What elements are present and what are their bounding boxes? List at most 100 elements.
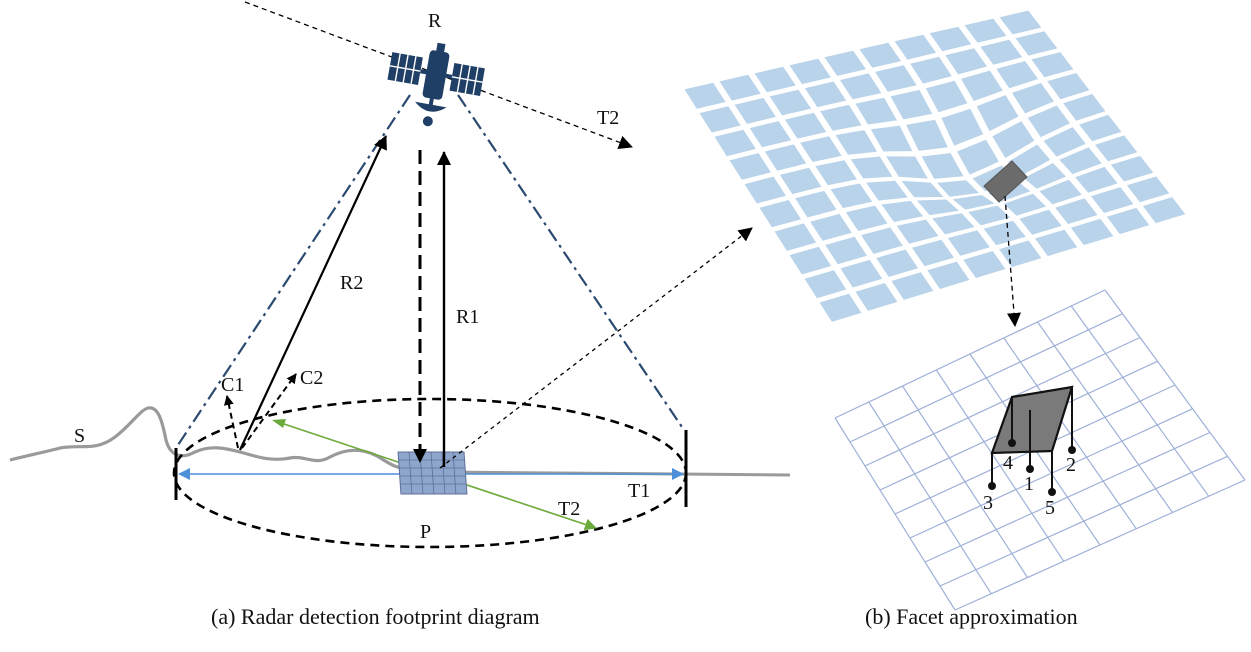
mesh-tile bbox=[684, 82, 726, 109]
c2-arrow bbox=[241, 373, 297, 449]
mesh-tile bbox=[961, 70, 1003, 101]
label-t2-orbit: T2 bbox=[597, 107, 619, 129]
zoom-arrow bbox=[1004, 195, 1021, 327]
label-t2-ground: T2 bbox=[558, 498, 580, 520]
mesh-tile bbox=[819, 293, 862, 322]
mesh-tile bbox=[1055, 198, 1098, 224]
label-r1: R1 bbox=[456, 306, 479, 328]
mesh-tile bbox=[1091, 187, 1134, 213]
mesh-tile bbox=[932, 213, 975, 235]
mesh-tile bbox=[866, 180, 908, 201]
mesh-tile bbox=[774, 223, 817, 251]
mesh-tile bbox=[861, 227, 903, 254]
mesh-tile bbox=[1012, 83, 1054, 114]
mesh-tile bbox=[769, 89, 812, 116]
label-point-5: 5 bbox=[1045, 497, 1055, 519]
mesh-tile bbox=[815, 160, 857, 186]
mesh-tile bbox=[824, 50, 866, 76]
mesh-tile bbox=[800, 136, 842, 162]
grid-line bbox=[1037, 321, 1173, 513]
panel-a: R T2 R2 R1 C1 C2 S T1 T2 P (a) Radar det… bbox=[9, 1, 791, 629]
mesh-tile bbox=[996, 61, 1039, 89]
mesh-tile bbox=[999, 240, 1042, 268]
blue-arrowhead-left bbox=[178, 468, 190, 480]
mesh-tile bbox=[906, 119, 948, 151]
label-point-4: 4 bbox=[1003, 452, 1013, 474]
label-r: R bbox=[428, 10, 442, 32]
mesh-tile bbox=[876, 249, 919, 277]
mesh-tile bbox=[1059, 147, 1102, 175]
mesh-tile bbox=[1106, 207, 1150, 235]
mesh-tile bbox=[839, 73, 882, 100]
mesh-tile bbox=[1075, 166, 1118, 193]
link-arrow bbox=[439, 227, 753, 469]
mesh-tile bbox=[886, 156, 928, 179]
green-arrowhead-left bbox=[272, 419, 286, 428]
panel-b: 1 2 3 4 5 (b) Facet approximation bbox=[684, 10, 1246, 629]
mesh-tile bbox=[980, 39, 1023, 65]
mesh-tile bbox=[699, 106, 741, 133]
mesh-tile bbox=[850, 156, 893, 179]
mesh-tile bbox=[999, 10, 1042, 35]
mesh-tile bbox=[825, 236, 867, 265]
r2-echo-arrow bbox=[239, 135, 387, 451]
mesh-tile bbox=[1015, 31, 1058, 56]
mesh-tile bbox=[901, 180, 944, 198]
mesh-tile bbox=[840, 259, 883, 288]
mesh-tile bbox=[714, 129, 756, 157]
mesh-tile bbox=[917, 199, 959, 216]
label-c1: C1 bbox=[221, 374, 244, 396]
caption-a: (a) Radar detection footprint diagram bbox=[211, 604, 540, 629]
label-point-2: 2 bbox=[1066, 454, 1076, 476]
mesh-tile bbox=[859, 42, 901, 68]
mesh-tile bbox=[1070, 218, 1114, 246]
point-3 bbox=[988, 482, 996, 490]
mesh-tile bbox=[912, 239, 954, 267]
mesh-tile bbox=[1063, 94, 1106, 121]
mesh-tile bbox=[1035, 229, 1078, 257]
mesh-tile bbox=[921, 153, 964, 179]
grid-line bbox=[924, 431, 1211, 563]
mesh-tile bbox=[830, 183, 873, 209]
terrain-profile bbox=[9, 406, 441, 474]
mesh-tile bbox=[1003, 193, 1046, 216]
mesh-tile bbox=[992, 121, 1035, 158]
mesh-tile bbox=[855, 97, 897, 125]
mesh-tile bbox=[945, 48, 987, 75]
mesh-tile bbox=[835, 130, 877, 155]
caption-b: (b) Facet approximation bbox=[865, 604, 1078, 629]
mesh-tile bbox=[925, 80, 968, 113]
mesh-tile bbox=[957, 139, 999, 175]
mesh-tile bbox=[890, 89, 933, 120]
label-s: S bbox=[74, 425, 85, 447]
grid-line bbox=[1070, 305, 1210, 497]
mesh-tile bbox=[804, 270, 847, 299]
mesh-tile bbox=[1023, 163, 1066, 189]
mesh-tile bbox=[881, 200, 924, 222]
mesh-tile bbox=[789, 58, 831, 85]
mesh-tile bbox=[964, 18, 1007, 43]
mesh-tile bbox=[1031, 52, 1074, 78]
label-point-3: 3 bbox=[983, 492, 993, 514]
mesh-tile bbox=[1043, 127, 1086, 157]
mesh-tile bbox=[1079, 114, 1122, 142]
grid-line bbox=[939, 455, 1228, 587]
mesh-tile bbox=[795, 190, 837, 218]
point-1 bbox=[1026, 465, 1034, 473]
facet-plane bbox=[990, 385, 1074, 455]
mesh-tile bbox=[804, 81, 847, 108]
point-4 bbox=[1008, 439, 1016, 447]
beam-edge-left bbox=[175, 94, 411, 449]
mesh-tile bbox=[729, 153, 771, 180]
mesh-tile bbox=[968, 205, 1011, 226]
mesh-tile bbox=[929, 26, 972, 52]
mesh-tile bbox=[983, 220, 1026, 246]
label-c2: C2 bbox=[300, 367, 323, 389]
beam-edge-right bbox=[457, 94, 685, 431]
mesh-tile bbox=[947, 230, 990, 256]
mesh-tile bbox=[764, 144, 807, 171]
mesh-tile bbox=[810, 213, 852, 241]
mesh-tile bbox=[891, 272, 934, 300]
